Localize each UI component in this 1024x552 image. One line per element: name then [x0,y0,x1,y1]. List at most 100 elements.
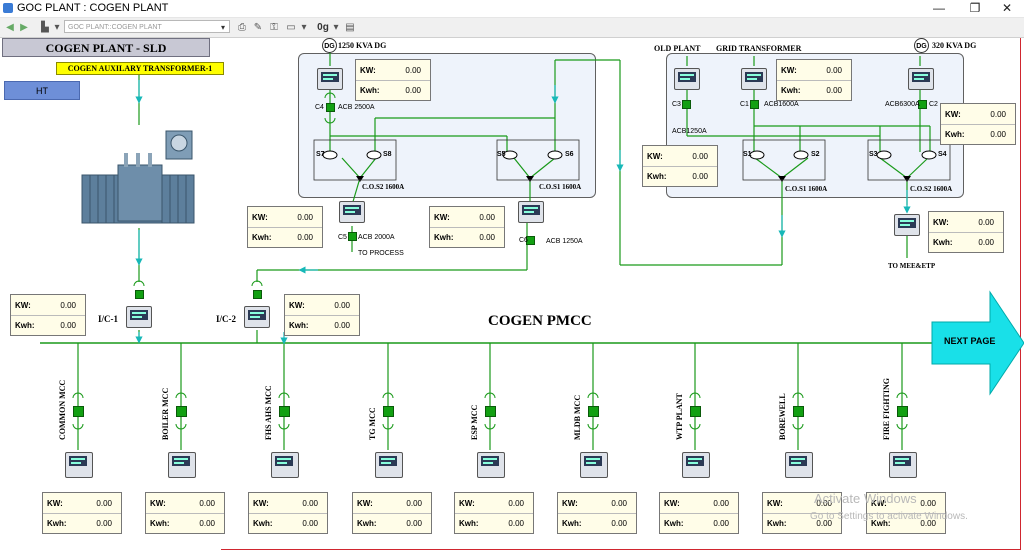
meter-old-plant[interactable] [674,68,700,90]
meter-c6[interactable] [518,201,544,223]
feeder-kw: 0.00 [920,499,936,508]
feeder-meter[interactable] [682,452,710,478]
chevron-down-icon: ▾ [220,23,225,32]
lock-icon[interactable]: ⚿ [270,22,278,33]
meter-dg1250[interactable] [317,68,343,90]
switch-s5[interactable]: S5 [497,151,506,158]
switch-s3[interactable]: S3 [869,151,878,158]
feeder-breaker[interactable] [897,406,908,417]
dg1250-kw: 0.00 [405,66,421,75]
dg-1250-label: 1250 KVA DG [338,41,387,50]
meter-grid[interactable] [741,68,767,90]
switch-s2[interactable]: S2 [811,151,820,158]
print-icon[interactable]: ⎙ [238,22,246,33]
feeder-breaker[interactable] [176,406,187,417]
ic2-kwh: 0.00 [334,321,350,330]
factory-icon[interactable]: ▙ [41,22,49,33]
feeder-breaker[interactable] [279,406,290,417]
chevron-down-icon[interactable]: ▾ [301,22,307,33]
feeder-label: WTP PLANT [675,393,684,440]
breaker-ic1[interactable] [135,290,144,299]
c5-kw: 0.00 [297,213,313,222]
maximize-button[interactable]: ❐ [969,1,981,15]
feeder-breaker[interactable] [383,406,394,417]
feeder-meter[interactable] [375,452,403,478]
switch-s7[interactable]: S7 [316,151,325,158]
ic2-label: I/C-2 [216,314,236,324]
breaker-c5[interactable] [348,232,357,241]
cos2-left-label: C.O.S2 1600A [362,183,405,191]
breaker-c1[interactable] [750,100,759,109]
dg-panel [298,53,596,198]
reading-dg1250: KW:0.00 Kwh:0.00 [355,59,431,101]
feeder-meter[interactable] [580,452,608,478]
meter-dg320[interactable] [908,68,934,90]
feeder-kwh: 0.00 [406,519,422,528]
feeder-breaker[interactable] [485,406,496,417]
breaker-c4[interactable] [326,103,335,112]
feeder-breaker[interactable] [793,406,804,417]
c6-kwh: 0.00 [479,233,495,242]
feeder-kwh: 0.00 [302,519,318,528]
folder-icon[interactable]: ▭ [286,22,296,33]
zoom-button[interactable]: 0g [317,22,329,33]
feeder-label: BOREWELL [778,393,787,440]
breaker-ic2[interactable] [253,290,262,299]
feeder-label: COMMON MCC [58,379,67,440]
back-icon[interactable]: ◀ [6,22,14,33]
breaker-c6[interactable] [526,236,535,245]
switch-s6[interactable]: S6 [565,151,574,158]
feeder-meter[interactable] [271,452,299,478]
forward-icon[interactable]: ▶ [20,22,28,33]
chevron-down-icon[interactable]: ▾ [333,22,339,33]
ic2-kw: 0.00 [334,301,350,310]
close-button[interactable]: ✕ [1001,1,1013,15]
breaker-c1-rating: ACB1600A [764,101,799,108]
reading-grid: KW:0.00 Kwh:0.00 [776,59,852,101]
meter-ic1[interactable] [126,306,152,328]
reading-c5: KW:0.00 Kwh:0.00 [247,206,323,248]
switch-s8[interactable]: S8 [383,151,392,158]
feeder-meter[interactable] [168,452,196,478]
c6-kw: 0.00 [479,213,495,222]
minimize-button[interactable]: — [933,1,945,15]
switch-s1[interactable]: S1 [743,151,752,158]
switch-s4[interactable]: S4 [938,151,947,158]
feeder-meter[interactable] [785,452,813,478]
feeder-breaker[interactable] [73,406,84,417]
tools-icon[interactable]: ✎ [253,22,263,33]
chevron-down-icon[interactable]: ▾ [54,22,60,33]
breaker-c1-label: C1 [740,101,749,108]
dg1250-kwh: 0.00 [405,86,421,95]
reading-old-plant: KW:0.00 Kwh:0.00 [642,145,718,187]
meter-mee[interactable] [894,214,920,236]
feeder-kw: 0.00 [96,499,112,508]
breaker-c2-rating: ACB6300A [885,101,920,108]
feeder-label: FIRE FIGHTING [882,377,891,440]
breaker-c5-rating: ACB 2000A [358,234,395,241]
feeder-kw: 0.00 [406,499,422,508]
feeder-breaker[interactable] [690,406,701,417]
breaker-c2[interactable] [918,100,927,109]
document-icon[interactable]: ▤ [345,22,355,33]
ht-button[interactable]: HT [4,81,80,100]
feeder-kwh: 0.00 [611,519,627,528]
breaker-c3-label: C3 [672,101,681,108]
feeder-meter[interactable] [889,452,917,478]
meter-c5[interactable] [339,201,365,223]
screen-select[interactable]: GOC PLANT::COGEN PLANT ▾ [64,20,230,33]
breaker-c4-label: C4 [315,104,324,111]
feeder-breaker[interactable] [588,406,599,417]
breaker-c2-label: C2 [929,101,938,108]
breaker-c3[interactable] [682,100,691,109]
feeder-meter[interactable] [65,452,93,478]
meter-ic2[interactable] [244,306,270,328]
mee-kw: 0.00 [978,218,994,227]
feeder-meter[interactable] [477,452,505,478]
next-page-button[interactable]: NEXT PAGE [944,336,996,346]
